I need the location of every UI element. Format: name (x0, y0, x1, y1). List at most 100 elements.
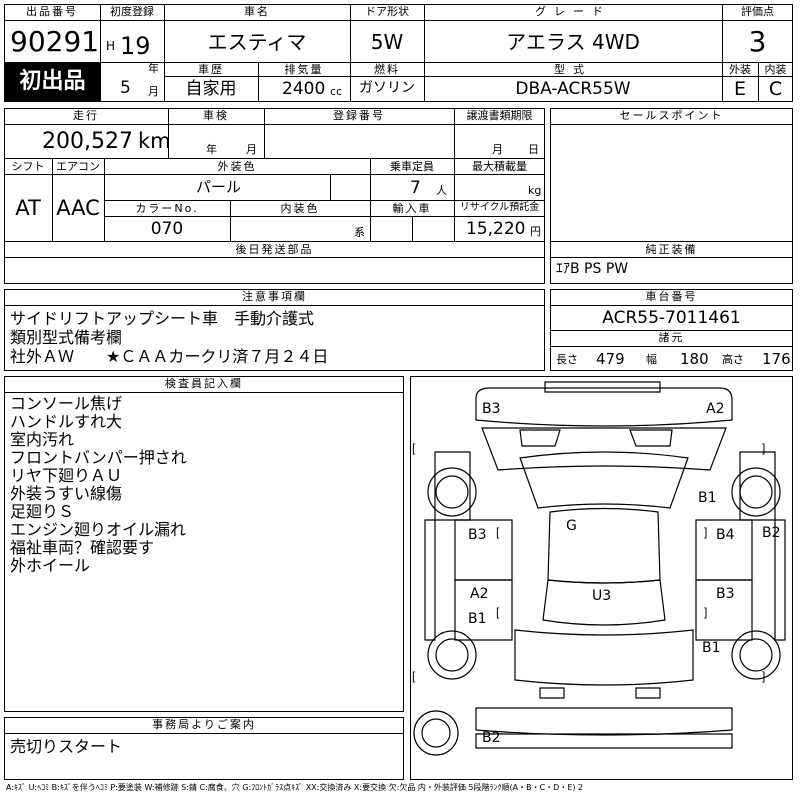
inspector-line: 外装うすい線傷 (10, 484, 123, 503)
damage-mark: B3 (468, 527, 487, 543)
max-load-unit: kg (528, 184, 542, 197)
notes-line-2: 類別型式備考欄 (10, 328, 123, 347)
transfer-month-unit: 月 (492, 143, 503, 156)
damage-mark: B1 (468, 611, 487, 627)
year-unit: 年 (148, 62, 159, 75)
mileage-unit: km (138, 129, 171, 153)
first-reg-label: 初度登録 (110, 5, 154, 18)
sales-point-label: セールスポイント (619, 109, 724, 122)
capacity-unit: 人 (436, 184, 447, 197)
transfer-label: 譲渡書類期限 (466, 109, 533, 122)
inspection-month-unit: 月 (246, 143, 257, 156)
mileage: 200,527 (42, 129, 133, 154)
import-label: 輸入車 (392, 202, 432, 215)
width-label: 幅 (646, 353, 657, 366)
inspector-line: ハンドルすれ大 (10, 412, 123, 431)
color-no: 070 (150, 219, 184, 239)
damage-mark: B2 (762, 525, 781, 541)
displacement-label: 排気量 (284, 63, 324, 76)
color-no-label: カラーNo. (135, 202, 199, 215)
transfer-day-unit: 日 (528, 143, 539, 156)
interior-label: 内装 (764, 63, 787, 76)
displacement-unit: cc (330, 85, 343, 98)
car-name-label: 車名 (244, 5, 270, 18)
damage-map-panel (410, 376, 793, 780)
damage-mark: B4 (716, 527, 735, 543)
interior-color-unit: 系 (354, 226, 365, 239)
damage-mark: A2 (706, 401, 725, 417)
first-listing-badge (5, 63, 100, 101)
car-name: エスティマ (207, 30, 307, 54)
inspector-line: 室内汚れ (10, 430, 75, 449)
model-label: 型式 (554, 63, 592, 76)
interior-color-label: 内装色 (280, 202, 320, 215)
inspector-label: 検査員記入欄 (165, 377, 243, 390)
damage-mark: B1 (702, 640, 721, 656)
interior-grade: C (768, 78, 783, 100)
color: パール (196, 178, 242, 196)
length-value: 479 (596, 350, 625, 368)
inspector-line: 足廻りＳ (10, 502, 75, 521)
reg-year: 19 (120, 32, 151, 60)
inspector-line: 外ホイール (10, 556, 91, 575)
shift: AT (15, 196, 41, 220)
notes-line-1: サイドリフトアップシート車 手動介護式 (10, 309, 315, 328)
length-label: 長さ (556, 353, 578, 366)
inspector-panel (4, 376, 404, 712)
fuel: ガソリン (359, 80, 415, 96)
damage-mark: G (566, 518, 577, 534)
ac: AAC (56, 196, 100, 220)
score: 3 (748, 25, 767, 58)
fuel-label: 燃料 (374, 63, 400, 76)
door-label: ドア形状 (365, 5, 409, 18)
inspector-line: エンジン廻りオイル漏れ (10, 520, 187, 539)
month-unit: 月 (148, 85, 159, 98)
max-load-label: 最大積載量 (472, 160, 527, 173)
grade-label: グレード (535, 5, 611, 18)
history-label: 車歴 (198, 63, 224, 76)
reg-month: 5 (120, 78, 131, 98)
notes-label: 注意事項欄 (242, 290, 307, 303)
damage-mark: B2 (482, 730, 501, 746)
exterior-grade: E (733, 78, 746, 100)
recycle-label: リサイクル預託金 (459, 202, 540, 213)
recycle-unit: 円 (530, 225, 541, 238)
damage-mark: U3 (592, 588, 612, 604)
inspector-line: リヤ下廻りＡＵ (10, 466, 123, 485)
lot-no: 90291 (10, 25, 100, 58)
legend: A:ｷｽﾞ U:ﾍｺﾐ B:ｷｽﾞを伴うﾍｺﾐ P:要塗装 W:補修跡 S:錆 … (6, 783, 584, 792)
model-code: DBA-ACR55W (515, 79, 631, 99)
office-label: 事務局よりご案内 (152, 718, 256, 731)
inspector-line: コンソール焦げ (10, 394, 123, 413)
first-listing-label: 初出品 (19, 69, 86, 94)
color-label: 外装色 (217, 160, 257, 173)
inspection-year-unit: 年 (206, 143, 217, 156)
genuine-equipment: ｴｱB PS PW (556, 261, 629, 277)
history: 自家用 (185, 79, 237, 99)
office-text: 売切りスタート (10, 737, 123, 756)
inspector-line: 福祉車両？確認要す (10, 538, 155, 557)
lot-no-label: 出品番号 (26, 5, 78, 18)
genuine-label: 純正装備 (645, 243, 698, 256)
header-grid (4, 4, 793, 102)
grade: アエラス 4WD (506, 30, 640, 54)
chassis-label: 車台番号 (645, 290, 698, 303)
ac-label: エアコン (56, 160, 100, 173)
spec-grid (4, 108, 545, 284)
office-panel (4, 717, 404, 780)
damage-mark: B1 (698, 490, 717, 506)
reg-no-label: 登録番号 (333, 109, 385, 122)
inspection-label: 車検 (203, 109, 229, 122)
mileage-label: 走行 (73, 109, 99, 122)
door-type: 5W (370, 30, 404, 54)
notes-panel (4, 289, 545, 371)
damage-mark: A2 (470, 586, 489, 602)
height-label: 高さ (722, 353, 744, 366)
capacity: 7 (410, 178, 421, 198)
era-prefix: H (106, 39, 116, 53)
damage-mark: B3 (716, 586, 735, 602)
height-value: 176 (762, 350, 791, 368)
notes-line-3: 社外ＡＷ ★ＣＡＡカークリ済７月２４日 (10, 347, 329, 366)
width-value: 180 (680, 350, 709, 368)
capacity-label: 乗車定員 (390, 160, 434, 173)
